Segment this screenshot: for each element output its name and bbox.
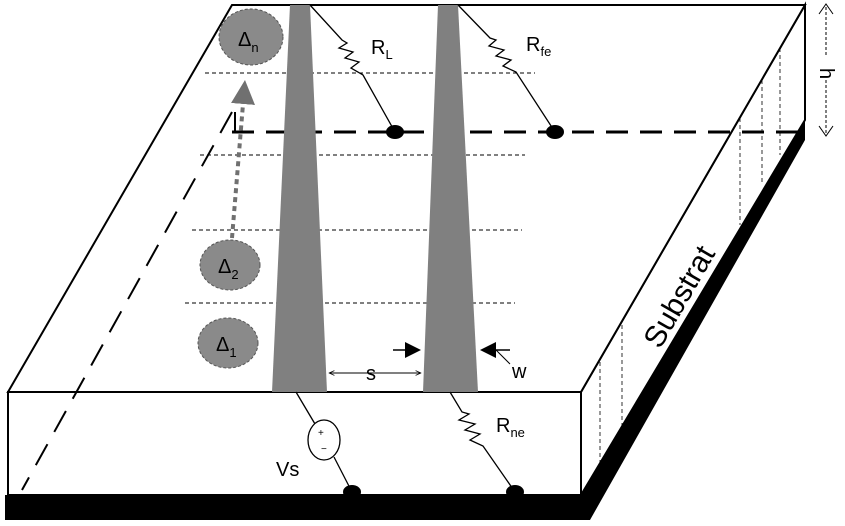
s-label: s bbox=[366, 363, 376, 385]
rne-label: Rne bbox=[496, 415, 525, 440]
svg-text:−: − bbox=[321, 444, 327, 455]
node-vs bbox=[343, 485, 361, 499]
resistor-rl bbox=[309, 4, 396, 133]
delta-1-shape bbox=[197, 317, 259, 369]
svg-text:+: + bbox=[318, 428, 324, 439]
node-rne bbox=[506, 485, 524, 499]
resistor-rne bbox=[449, 391, 516, 493]
node-rl bbox=[386, 125, 404, 139]
substrate-top-face bbox=[6, 4, 807, 393]
delta-n-shape bbox=[218, 8, 284, 66]
hidden-edge bbox=[21, 111, 233, 491]
rl-label: RL bbox=[371, 37, 393, 62]
delta-n-label: Δn bbox=[238, 29, 259, 55]
conductor-right bbox=[423, 5, 478, 392]
conductor-left bbox=[272, 5, 327, 392]
delta-1-label: Δ1 bbox=[216, 334, 237, 360]
h-label: h bbox=[815, 68, 837, 79]
voltage-source bbox=[307, 419, 341, 461]
substrate-front-face bbox=[7, 391, 582, 496]
rfe-label: Rfe bbox=[526, 34, 551, 59]
node-rfe bbox=[546, 125, 564, 139]
h-dimension bbox=[818, 3, 834, 137]
vs-label: Vs bbox=[276, 459, 299, 481]
delta-2-shape bbox=[199, 239, 261, 291]
delta-progression-arrow bbox=[230, 80, 255, 239]
w-label: w bbox=[511, 361, 527, 383]
resistor-rfe bbox=[457, 4, 556, 133]
w-arrows bbox=[393, 342, 511, 365]
delta-2-label: Δ2 bbox=[218, 256, 239, 282]
